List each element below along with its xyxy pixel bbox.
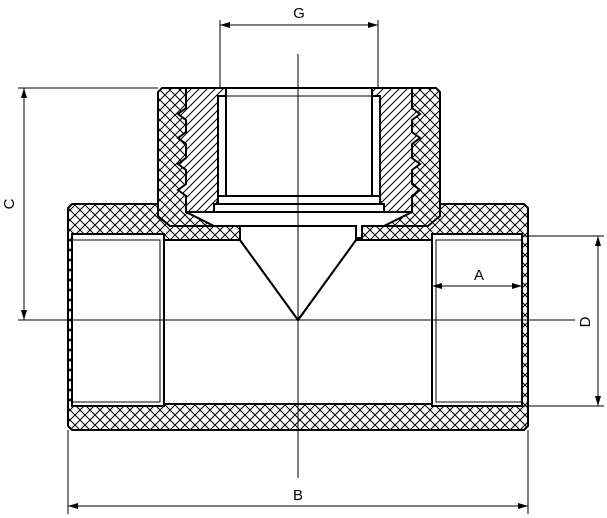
insert-right <box>371 87 422 213</box>
insert-left <box>176 87 227 213</box>
dimension-a-label: A <box>474 267 484 284</box>
dimension-c: C <box>1 87 158 320</box>
dimension-d: D <box>522 235 604 407</box>
dimension-g-label: G <box>293 5 305 22</box>
insert-ring-lower <box>213 203 385 213</box>
dimension-a: A <box>432 267 522 289</box>
left-socket-inner <box>72 239 161 403</box>
dimension-b: B <box>67 430 529 514</box>
dimension-b-label: B <box>293 487 303 504</box>
insert-ring <box>217 195 381 205</box>
dimension-c-label: C <box>1 198 18 209</box>
dimension-g: G <box>219 5 379 88</box>
right-socket-inner <box>435 239 522 403</box>
dimension-d-label: D <box>577 316 594 327</box>
